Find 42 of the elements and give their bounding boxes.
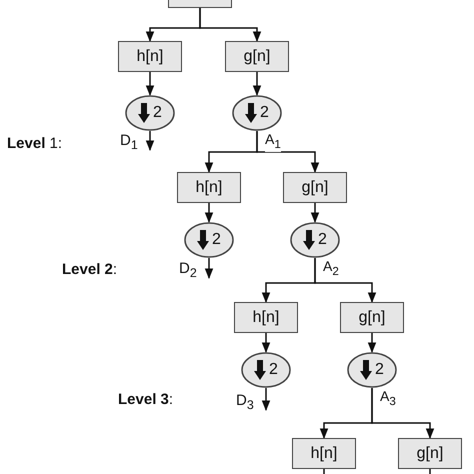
output-arrow xyxy=(262,388,270,412)
arrow xyxy=(199,8,262,42)
filter-label: h[n] xyxy=(252,308,280,326)
factor-text: 2 xyxy=(260,104,269,122)
arrow xyxy=(371,388,434,440)
filter-box xyxy=(177,172,241,203)
filter-label: h[n] xyxy=(196,178,222,196)
filter-box xyxy=(292,438,356,469)
arrow xyxy=(204,203,214,224)
filter-label: h[n] xyxy=(136,48,164,66)
filter-label: g[n] xyxy=(244,48,270,66)
downsampler-ellipse xyxy=(347,352,397,388)
factor-text: 2 xyxy=(318,231,327,249)
arrow xyxy=(146,72,154,96)
downsampler-ellipse xyxy=(184,222,234,258)
filter-box xyxy=(118,41,182,72)
factor-text: 2 xyxy=(269,361,278,379)
arrow xyxy=(314,258,376,304)
downsampler-ellipse xyxy=(232,95,282,131)
factor-text: 2 xyxy=(212,231,221,249)
filter-box xyxy=(225,41,289,72)
filter-label: g[n] xyxy=(358,308,386,326)
arrow xyxy=(310,203,320,224)
arrow xyxy=(262,333,270,354)
arrow xyxy=(368,333,376,354)
filter-label: h[n] xyxy=(310,444,338,462)
filter-label: g[n] xyxy=(416,444,444,462)
downsampler-ellipse xyxy=(125,95,175,131)
output-arrow xyxy=(146,131,154,152)
filter-box xyxy=(340,302,404,333)
output-arrow xyxy=(204,258,214,280)
filter-label: g[n] xyxy=(302,178,328,196)
factor-text: 2 xyxy=(375,361,384,379)
arrow xyxy=(252,72,262,96)
downsampler-ellipse xyxy=(290,222,340,258)
signal-label: A$_{1}$ xyxy=(265,132,281,152)
downsampler-ellipse xyxy=(241,352,291,388)
filter-box xyxy=(283,172,347,203)
arrow xyxy=(256,131,320,174)
filter-box xyxy=(234,302,298,333)
factor-text: 2 xyxy=(153,104,162,122)
filter-box xyxy=(398,438,462,469)
